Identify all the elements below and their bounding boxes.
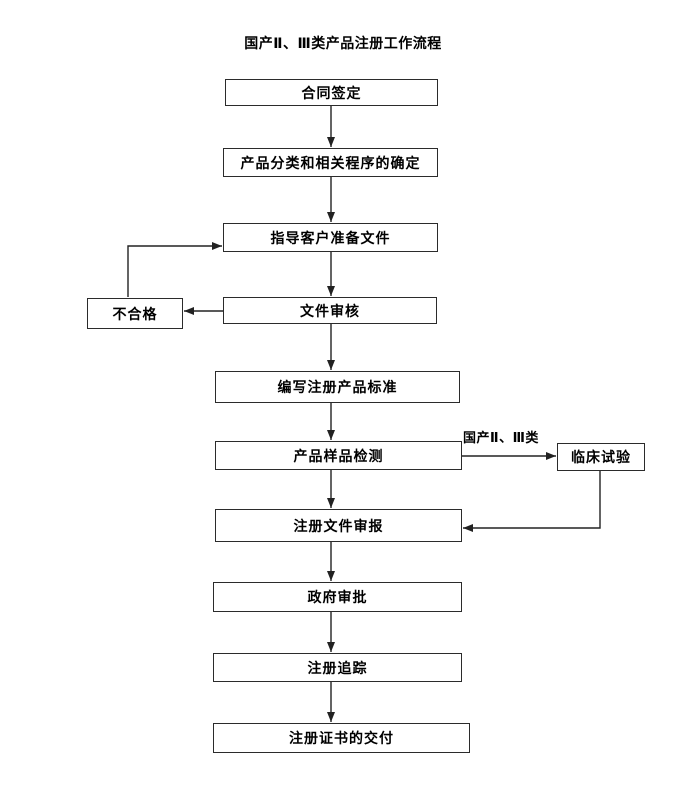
branch-condition-label: 国产Ⅱ、Ⅲ类: [463, 431, 539, 446]
node-review: 文件审核: [223, 297, 437, 324]
node-submission: 注册文件审报: [215, 509, 462, 542]
node-testing: 产品样品检测: [215, 441, 462, 470]
diagram-title: 国产Ⅱ、Ⅲ类产品注册工作流程: [244, 36, 442, 52]
node-clinical: 临床试验: [557, 443, 645, 471]
edge-unqualified-guide: [127, 242, 222, 297]
node-classification: 产品分类和相关程序的确定: [223, 148, 438, 177]
node-guide: 指导客户准备文件: [223, 223, 438, 252]
node-delivery: 注册证书的交付: [213, 723, 470, 753]
node-tracking: 注册追踪: [213, 653, 462, 682]
node-unqualified: 不合格: [87, 298, 183, 329]
edge-clinical-submission: [463, 471, 601, 532]
node-standard: 编写注册产品标准: [215, 371, 460, 403]
node-approval: 政府审批: [213, 582, 462, 612]
node-contract: 合同签定: [225, 79, 438, 106]
